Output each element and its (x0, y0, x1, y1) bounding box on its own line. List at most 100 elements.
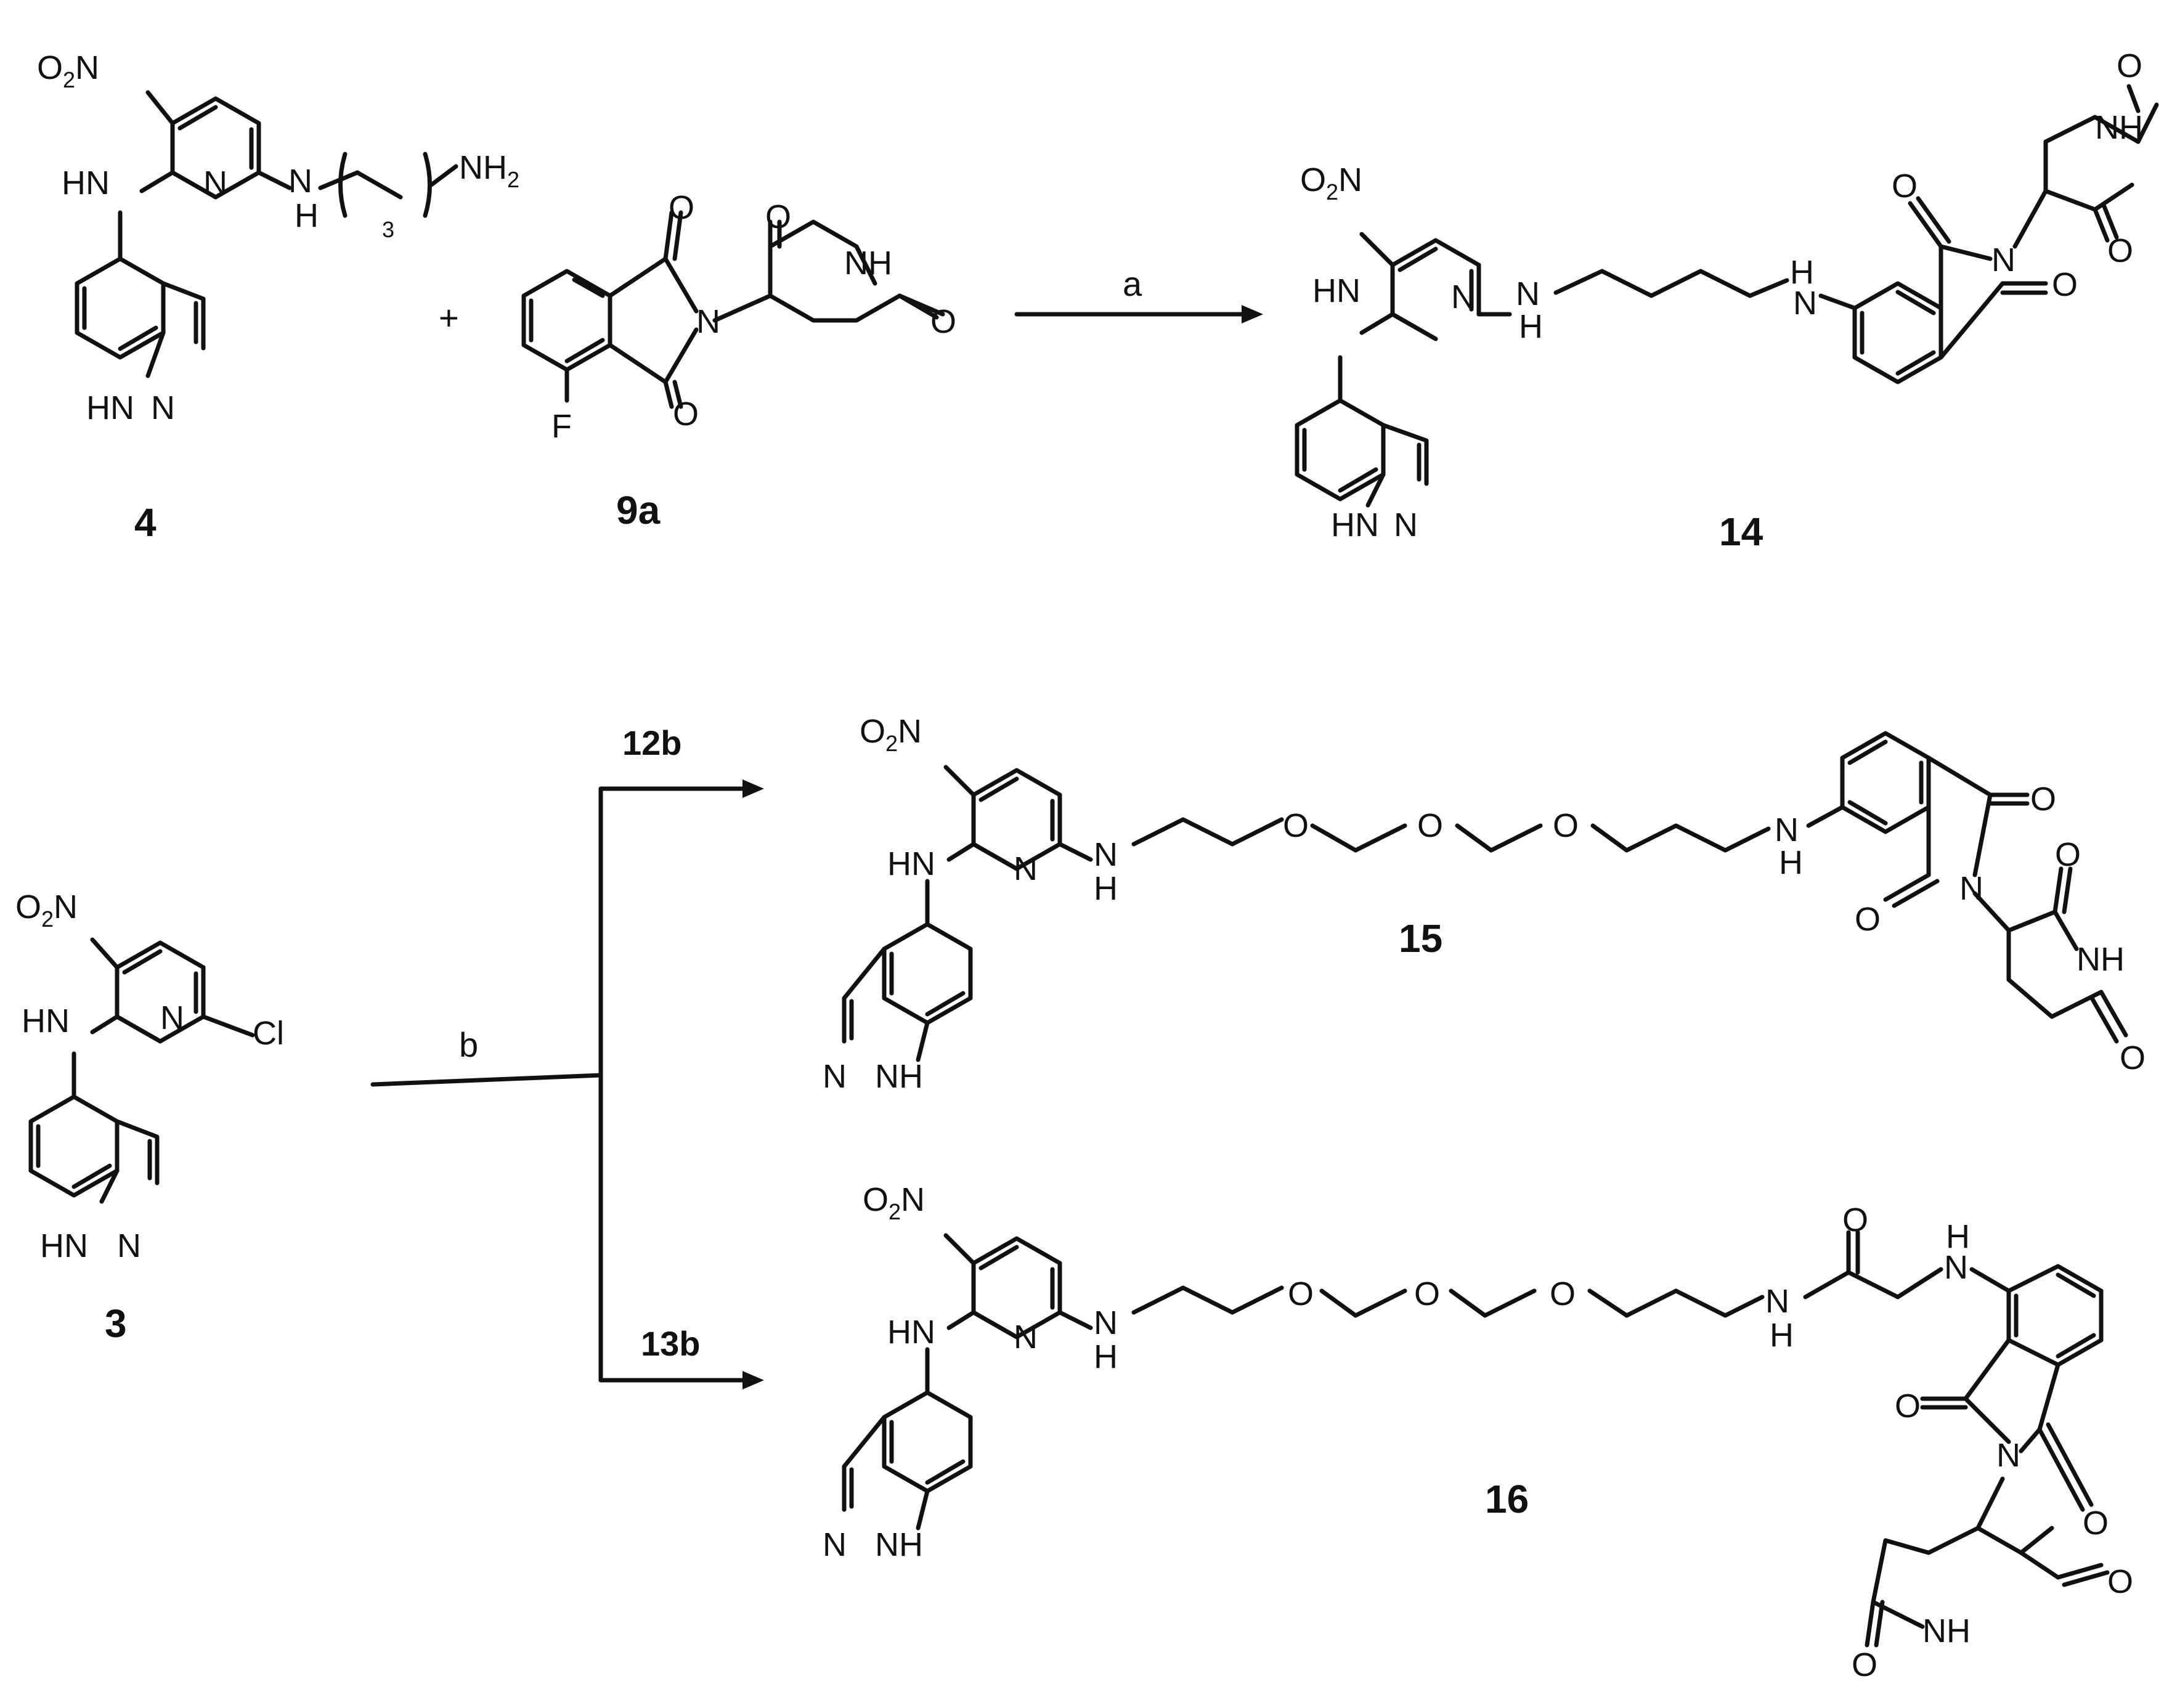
nh-label: NH (875, 1058, 923, 1095)
o-label: O (1414, 1275, 1440, 1312)
hn-label: HN (887, 1314, 935, 1351)
h-label: H (1519, 308, 1543, 345)
n-nh-label: N (823, 1526, 847, 1563)
o-label: O (2052, 266, 2078, 303)
compound-3-structure (28, 937, 255, 1204)
compound-label-16: 16 (1485, 1477, 1529, 1521)
reagent-a: a (1123, 264, 1142, 303)
n-label: N (1996, 1437, 2020, 1474)
n-label: N (1014, 1319, 1038, 1356)
reaction-arrow-b (370, 779, 764, 1389)
n-label: N (1991, 242, 2016, 279)
reaction-arrow-a (1014, 305, 1263, 323)
n-label: N (151, 389, 175, 426)
n-label: N (203, 165, 227, 201)
n-label: N (1793, 285, 1817, 322)
nh-label: NH (1922, 1612, 1971, 1649)
hn-n-label: HN (86, 389, 134, 426)
n-label: N (1944, 1249, 1968, 1286)
svg-text:O2N: O2N (37, 49, 99, 92)
compound-label-14: 14 (1719, 510, 1763, 554)
o-label: O (2083, 1505, 2109, 1542)
o-label: O (673, 396, 699, 433)
n-label: N (1765, 1283, 1789, 1320)
nh-label: NH (2077, 941, 2125, 978)
nh2-label: NH (459, 149, 507, 186)
hn-label: HN (887, 845, 935, 882)
h-label: H (1770, 1317, 1794, 1354)
h-label: H (1790, 254, 1814, 291)
n-label: N (1775, 811, 1799, 848)
hn-label: HN (1312, 272, 1361, 309)
f-label: F (551, 408, 572, 445)
compound-16-structure (842, 1230, 2110, 1648)
plus-sign: + (439, 298, 459, 337)
h-label: H (1779, 844, 1803, 881)
o2n-label: O (37, 49, 63, 86)
n-label: N (288, 163, 312, 200)
hn-n-label: HN (1331, 506, 1379, 543)
o-label: O (1892, 168, 1918, 205)
svg-text:O2N: O2N (1300, 161, 1362, 205)
o-label: O (2117, 47, 2142, 84)
o-label: O (1553, 807, 1579, 844)
svg-text:O2N: O2N (860, 713, 922, 756)
n-label: N (1014, 850, 1038, 887)
o2n-label: O (15, 889, 41, 925)
o2n-label: O (1300, 161, 1326, 198)
compound-label-4: 4 (134, 500, 157, 545)
n-label: N (696, 303, 720, 340)
o-label: O (2120, 1039, 2146, 1076)
n-label: N (1094, 836, 1118, 873)
n-label: N (1394, 506, 1418, 543)
compound-4-structure (75, 90, 458, 378)
compound-label-3: 3 (105, 1301, 127, 1346)
compound-15-structure (842, 731, 2128, 1062)
o-label: O (1417, 807, 1443, 844)
o-label: O (2107, 1563, 2133, 1600)
n-label: N (1451, 279, 1475, 315)
o2n-label: O (863, 1181, 889, 1218)
reagent-13b: 13b (641, 1324, 701, 1363)
n-label: N (160, 999, 184, 1036)
nh-label: NH (875, 1526, 923, 1563)
h-label: H (295, 197, 319, 234)
svg-text:O2N: O2N (15, 889, 78, 932)
h-label: H (1946, 1218, 1970, 1255)
o-label: O (1842, 1202, 1868, 1238)
o-label: O (1855, 901, 1881, 938)
compound-9a-structure (521, 210, 945, 409)
reagent-12b: 12b (622, 723, 682, 762)
compound-14-structure (1297, 84, 2159, 505)
svg-text:O2N: O2N (863, 1181, 925, 1224)
o-label: O (2030, 781, 2056, 818)
o-label: O (669, 189, 694, 226)
o-label: O (1288, 1275, 1314, 1312)
hn-n-label: HN (40, 1227, 88, 1264)
nh-label: NH (2095, 109, 2143, 146)
n-label: N (1959, 870, 1983, 907)
h-label: H (1094, 870, 1118, 907)
h-label: H (1094, 1338, 1118, 1375)
o2n-label: O (860, 713, 885, 750)
repeat-subscript: 3 (382, 217, 394, 242)
reagent-b: b (459, 1025, 478, 1064)
compound-label-9a: 9a (616, 488, 661, 532)
o-label: O (1852, 1646, 1877, 1683)
n-label: N (117, 1227, 141, 1264)
svg-text:NH2: NH2 (459, 149, 519, 192)
nh-label: NH (844, 245, 892, 282)
n-label: N (1516, 275, 1540, 312)
n-label: N (1094, 1304, 1118, 1341)
o-label: O (930, 303, 956, 340)
hn-label: HN (22, 1002, 70, 1039)
o-label: O (2107, 232, 2133, 269)
hn-label: HN (62, 165, 110, 201)
compound-label-15: 15 (1399, 916, 1442, 961)
o-label: O (1283, 807, 1309, 844)
o-label: O (2055, 836, 2081, 873)
o-label: O (1550, 1275, 1576, 1312)
o-label: O (765, 198, 791, 235)
o-label: O (1895, 1388, 1921, 1425)
